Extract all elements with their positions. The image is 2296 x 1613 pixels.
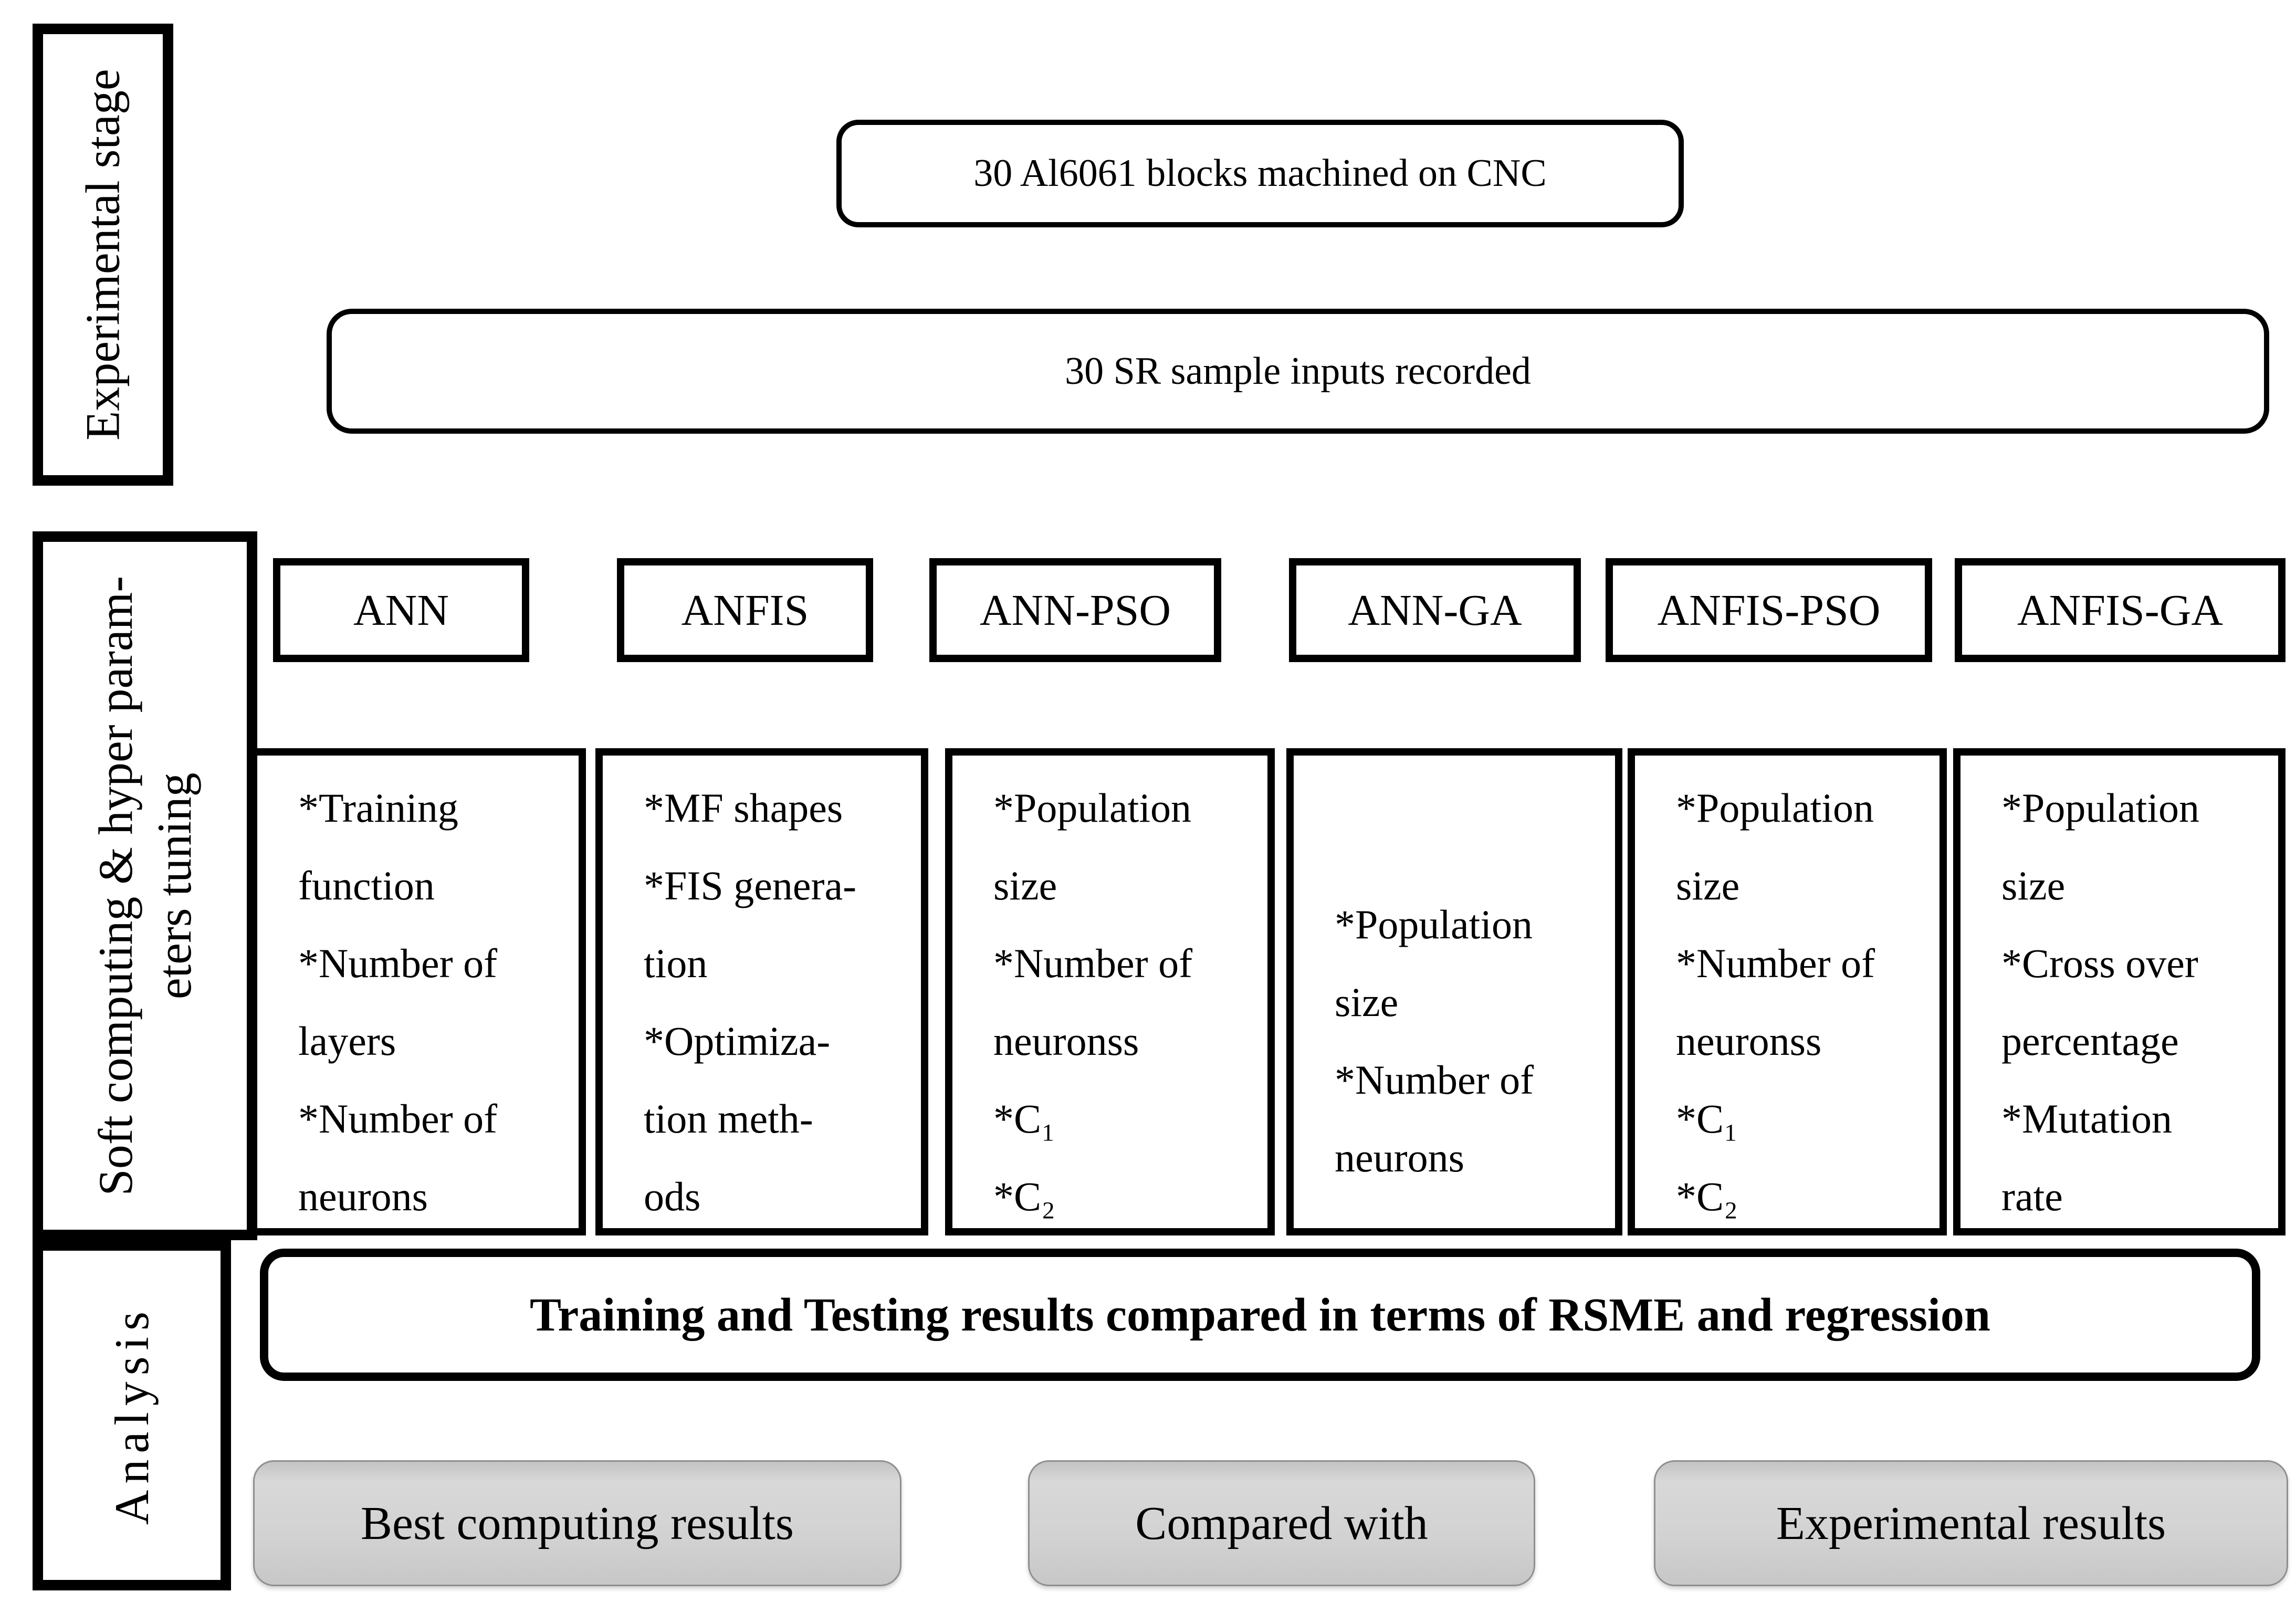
soft-computing-label-line1: Soft computing & hyper param- [88,575,142,1196]
method-header-anfis-ga-text: ANFIS-GA [2017,585,2224,635]
result-box-experimental-text: Experimental results [1776,1497,2166,1549]
method-header-anfis-ga: ANFIS-GA [1955,558,2285,662]
comparison-box-text: Training and Testing results compared in… [530,1289,1990,1341]
analysis-label: Analysis [104,1305,159,1525]
method-header-anfis-pso-text: ANFIS-PSO [1657,585,1881,635]
sr-box: 30 SR sample inputs recorded [327,309,2269,434]
method-params-ann-text: *Training function *Number of layers *Nu… [298,785,498,1219]
method-header-anfis-pso: ANFIS-PSO [1606,558,1932,662]
method-params-anfis-ga-text: *Population size *Cross over percentage … [2001,785,2200,1219]
method-params-ann-ga-text: *Population size *Number of neurons [1335,902,1534,1180]
method-params-anfis-pso: *Population size *Number of neuronss *C₁… [1628,748,1947,1235]
result-box-experimental: Experimental results [1654,1460,2288,1586]
comparison-box: Training and Testing results compared in… [260,1249,2260,1381]
method-params-anfis-text: *MF shapes *FIS genera- tion *Optimiza- … [644,785,857,1219]
soft-computing-label-line2: eters tuning [148,772,202,999]
analysis-label-box: Analysis [33,1240,231,1590]
method-header-ann-text: ANN [353,585,449,635]
method-params-anfis: *MF shapes *FIS genera- tion *Optimiza- … [595,748,928,1235]
soft-computing-label: Soft computing & hyper param- eters tuni… [86,576,204,1196]
method-params-ann-pso-text: *Population size *Number of neuronss *C₁… [993,785,1193,1219]
result-box-compared-with: Compared with [1028,1460,1535,1586]
method-params-ann: *Training function *Number of layers *Nu… [250,748,586,1235]
method-params-ann-ga: *Population size *Number of neurons [1286,748,1622,1235]
method-header-ann-ga: ANN-GA [1289,558,1581,662]
method-params-ann-pso: *Population size *Number of neuronss *C₁… [945,748,1275,1235]
cnc-box-text: 30 Al6061 blocks machined on CNC [973,152,1547,195]
method-header-ann-ga-text: ANN-GA [1348,585,1522,635]
sr-box-text: 30 SR sample inputs recorded [1065,349,1531,393]
experimental-stage-label: Experimental stage [76,69,130,441]
method-header-ann: ANN [273,558,529,662]
result-box-best-computing-text: Best computing results [361,1497,794,1549]
method-header-ann-pso: ANN-PSO [929,558,1221,662]
result-box-best-computing: Best computing results [253,1460,901,1586]
method-header-anfis: ANFIS [617,558,873,662]
result-box-compared-with-text: Compared with [1135,1497,1428,1549]
cnc-box: 30 Al6061 blocks machined on CNC [836,120,1684,227]
method-header-anfis-text: ANFIS [681,585,809,635]
method-header-ann-pso-text: ANN-PSO [979,585,1171,635]
method-params-anfis-ga: *Population size *Cross over percentage … [1953,748,2285,1235]
experimental-stage-label-box: Experimental stage [33,24,173,486]
soft-computing-label-box: Soft computing & hyper param- eters tuni… [33,531,257,1240]
method-params-anfis-pso-text: *Population size *Number of neuronss *C₁… [1676,785,1875,1219]
